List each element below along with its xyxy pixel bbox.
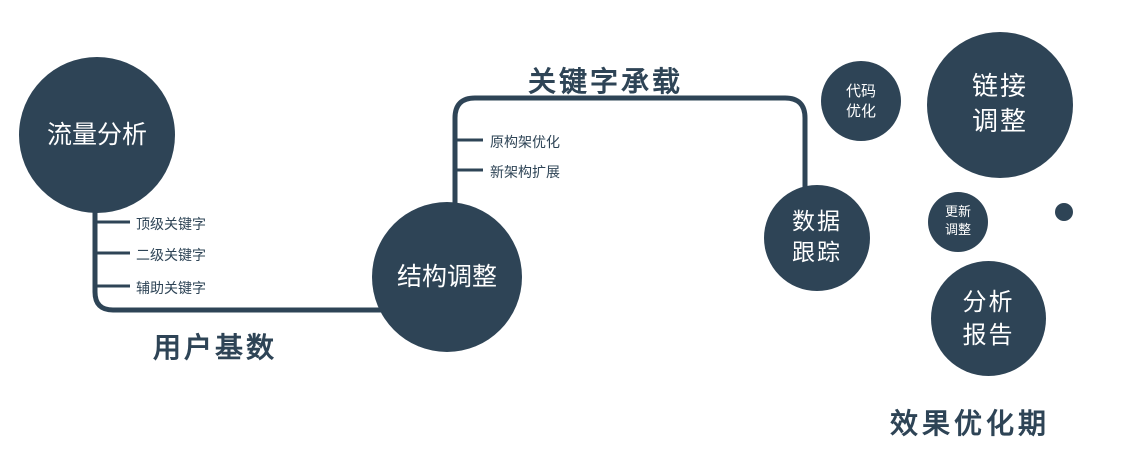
dot-marker (1055, 203, 1073, 221)
node-data-tracking: 数据 跟踪 (764, 185, 870, 291)
node-data-tracking-label: 数据 跟踪 (792, 208, 842, 266)
node-link-adjust-label: 链接 调整 (971, 71, 1028, 137)
footer-caption: 效果优化期 (890, 407, 1051, 440)
node-link-adjust: 链接 调整 (927, 32, 1073, 178)
node-structure-adjust-label: 结构调整 (396, 262, 497, 292)
node-update-adjust-label: 更新 调整 (944, 205, 971, 238)
node-update-adjust: 更新 调整 (928, 192, 988, 252)
connector-user-base (92, 195, 390, 313)
connector-keyword-carry (452, 95, 808, 210)
node-structure-adjust: 结构调整 (372, 202, 522, 352)
edge-label-user-base: 用户基数 (153, 331, 278, 364)
node-traffic-analysis: 流量分析 (19, 57, 175, 213)
branch-label-aux-keyword: 辅助关键字 (136, 281, 206, 297)
node-code-optimize: 代码 优化 (821, 61, 901, 141)
node-traffic-analysis-label: 流量分析 (46, 120, 147, 150)
branch-label-new-arch: 新架构扩展 (490, 165, 560, 181)
branch-label-second-keyword: 二级关键字 (136, 248, 206, 264)
node-analysis-report: 分析 报告 (931, 261, 1046, 376)
node-analysis-report-label: 分析 报告 (962, 288, 1015, 349)
edge-label-keyword-carry: 关键字承载 (528, 65, 684, 98)
branch-label-top-keyword: 顶级关键字 (136, 217, 206, 233)
branch-label-original-arch: 原构架优化 (490, 135, 560, 151)
node-code-optimize-label: 代码 优化 (845, 81, 876, 120)
